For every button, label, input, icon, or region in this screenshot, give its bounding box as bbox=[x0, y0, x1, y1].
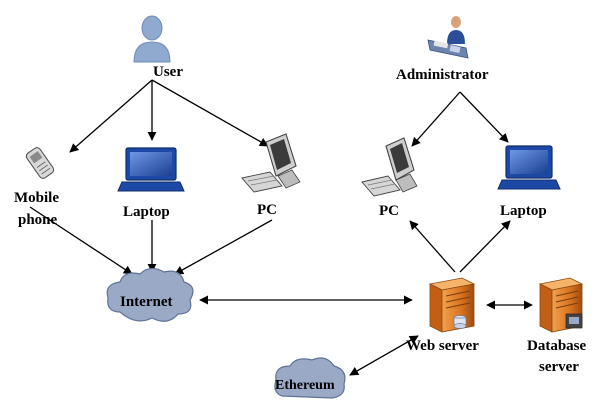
database-server-label-line2: server bbox=[539, 359, 579, 375]
desktop-pc-icon bbox=[361, 137, 418, 197]
laptop-right-node: Laptop bbox=[497, 145, 561, 219]
edge-webserver-ethereum bbox=[349, 335, 419, 376]
edge-user-pc bbox=[151, 79, 269, 147]
web-server-label: Web server bbox=[406, 338, 479, 354]
desktop-pc-icon bbox=[241, 133, 301, 193]
user-label: User bbox=[153, 64, 183, 80]
laptop-left-label: Laptop bbox=[123, 204, 170, 220]
person-icon bbox=[133, 15, 171, 63]
internet-label: Internet bbox=[120, 294, 173, 310]
administrator-node: Administrator bbox=[396, 16, 489, 83]
edges bbox=[29, 79, 533, 376]
ethereum-label: Ethereum bbox=[275, 378, 335, 393]
laptop-icon bbox=[497, 145, 561, 190]
database-server-icon bbox=[538, 277, 584, 333]
internet-node: Internet bbox=[106, 267, 194, 322]
cloud-icon bbox=[274, 357, 346, 399]
user-node: User bbox=[133, 15, 183, 80]
laptop-right-label: Laptop bbox=[500, 203, 547, 219]
database-server-label-line1: Database bbox=[527, 338, 587, 354]
edge-webserver-pc bbox=[409, 220, 456, 273]
admin-desk-icon bbox=[427, 16, 469, 59]
mobile-phone-icon bbox=[25, 147, 55, 179]
pc-right-node: PC bbox=[361, 137, 418, 219]
edge-webserver-laptop bbox=[459, 220, 511, 273]
edge-pc-internet bbox=[174, 219, 273, 275]
server-icon bbox=[428, 277, 476, 333]
pc-right-label: PC bbox=[379, 203, 399, 219]
web-server-node: Web server bbox=[406, 277, 479, 354]
edge-mobile-internet bbox=[29, 206, 133, 275]
administrator-label: Administrator bbox=[396, 67, 489, 83]
pc-left-label: PC bbox=[257, 202, 277, 218]
laptop-left-node: Laptop bbox=[117, 147, 185, 220]
ethereum-node: Ethereum bbox=[274, 357, 346, 399]
mobile-phone-node: Mobile phone bbox=[14, 147, 59, 228]
pc-left-node: PC bbox=[241, 133, 301, 218]
laptop-icon bbox=[117, 147, 185, 192]
edge-user-mobile bbox=[69, 79, 153, 153]
mobile-phone-label-line2: phone bbox=[18, 212, 58, 228]
cloud-icon bbox=[106, 267, 194, 322]
mobile-phone-label-line1: Mobile bbox=[14, 190, 59, 206]
edge-admin-laptop bbox=[459, 91, 509, 143]
database-server-node: Database server bbox=[527, 277, 587, 375]
edge-admin-pc bbox=[411, 91, 461, 147]
